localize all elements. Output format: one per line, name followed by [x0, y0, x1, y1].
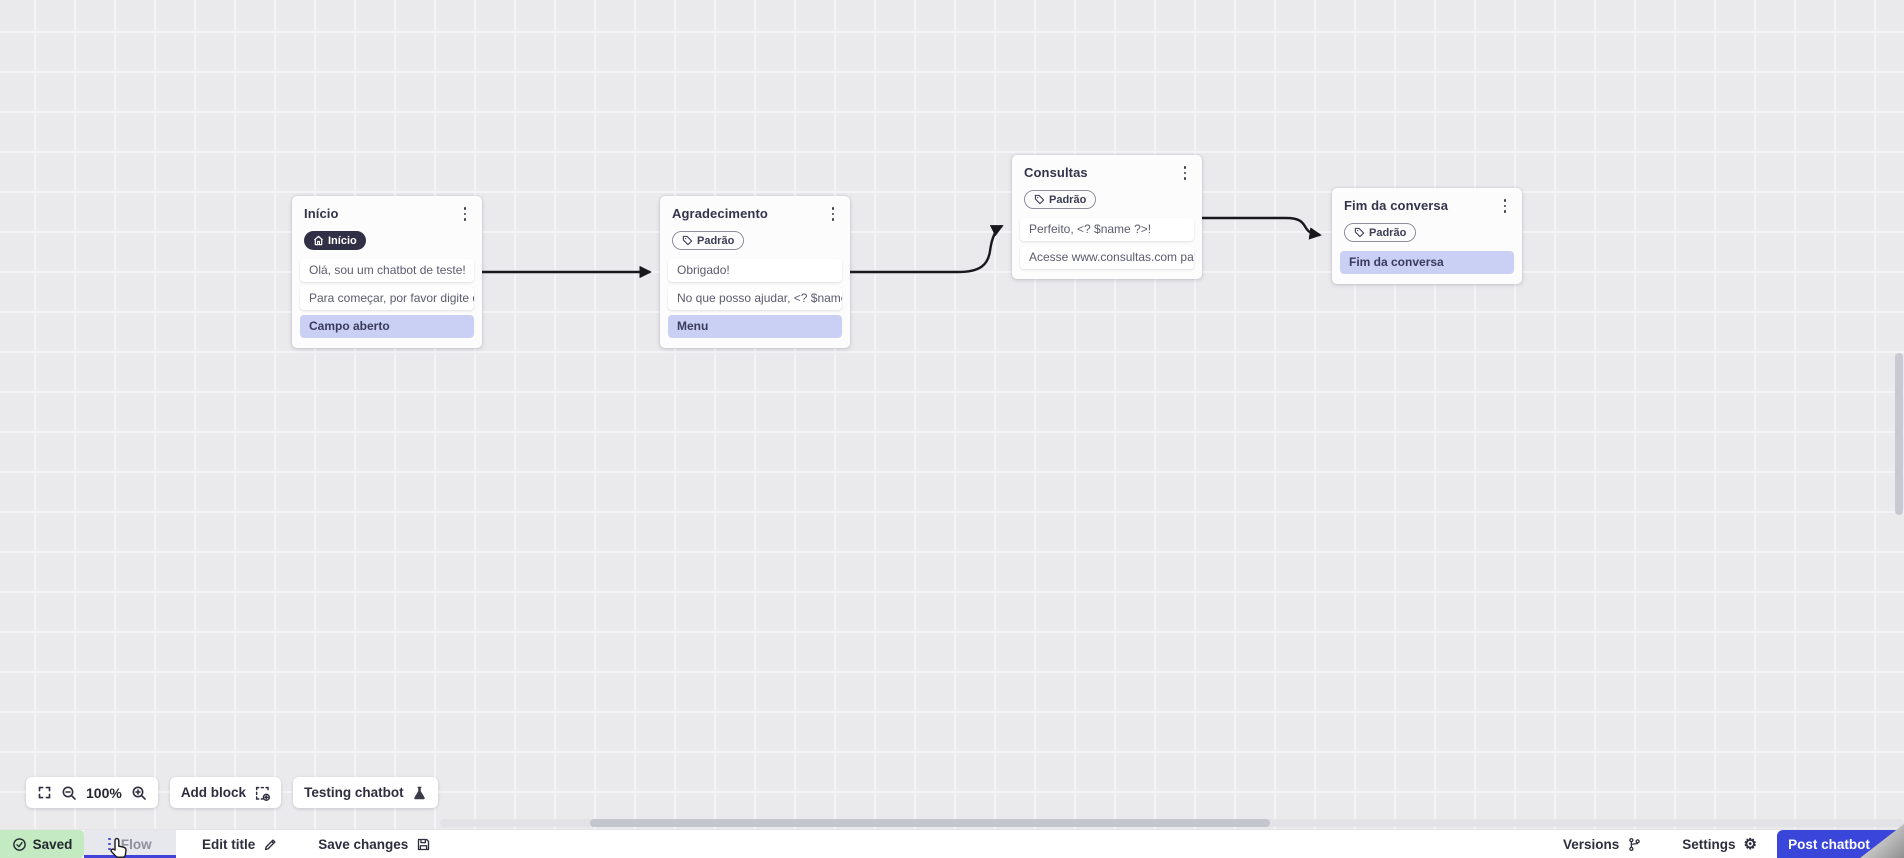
tab-flow[interactable]: Flow	[84, 830, 176, 858]
horizontal-scrollbar-thumb[interactable]	[590, 819, 1270, 827]
message-row[interactable]: Acesse www.consultas.com par...	[1020, 246, 1194, 269]
flow-menu-icon[interactable]	[108, 837, 111, 851]
add-block-icon	[256, 786, 271, 801]
tag-icon	[1354, 227, 1365, 238]
post-chatbot-button[interactable]: Post chatbot	[1777, 830, 1904, 858]
save-changes-button[interactable]: Save changes	[304, 830, 445, 858]
add-block-label: Add block	[180, 785, 247, 800]
settings-label: Settings	[1682, 836, 1736, 852]
flow-canvas[interactable]: Início Início Olá, sou um chatbot de tes…	[0, 0, 1904, 829]
padrao-badge: Padrão	[672, 231, 745, 250]
badge-label: Padrão	[697, 234, 735, 247]
flask-icon	[413, 786, 425, 799]
tag-icon	[1034, 194, 1045, 205]
flow-node-agradecimento[interactable]: Agradecimento Padrão Obrigado! No que po…	[660, 196, 850, 348]
message-row[interactable]: Perfeito, <? $name ?>!	[1020, 218, 1194, 241]
branch-icon	[1629, 837, 1641, 851]
check-circle-icon	[12, 837, 26, 851]
node-title: Início	[304, 206, 339, 221]
zoom-out-icon[interactable]	[61, 785, 77, 801]
fullscreen-icon[interactable]	[37, 785, 52, 800]
node-menu-icon[interactable]	[1178, 165, 1192, 181]
node-menu-icon[interactable]	[1498, 198, 1512, 214]
node-title: Consultas	[1024, 165, 1088, 180]
tag-icon	[682, 235, 693, 246]
home-icon	[313, 235, 324, 246]
add-block-button[interactable]: Add block	[169, 777, 282, 808]
flow-node-consultas[interactable]: Consultas Padrão Perfeito, <? $name ?>! …	[1012, 155, 1202, 279]
node-title: Agradecimento	[672, 206, 768, 221]
flow-node-fim[interactable]: Fim da conversa Padrão Fim da conversa	[1332, 188, 1522, 284]
padrao-badge: Padrão	[1024, 190, 1097, 209]
testing-chatbot-button[interactable]: Testing chatbot	[293, 777, 438, 808]
input-row[interactable]: Menu	[668, 315, 842, 338]
upload-icon	[1879, 838, 1892, 850]
badge-label: Padrão	[1369, 226, 1407, 239]
zoom-level: 100%	[86, 784, 122, 801]
message-row[interactable]: Para começar, por favor digite o ...	[300, 287, 474, 310]
edge-connectors	[482, 216, 1322, 279]
flow-tab-label: Flow	[120, 836, 152, 852]
edit-title-button[interactable]: Edit title	[188, 830, 292, 858]
vertical-scrollbar-thumb[interactable]	[1895, 353, 1903, 515]
zoom-controls: 100%	[26, 777, 158, 808]
flow-node-inicio[interactable]: Início Início Olá, sou um chatbot de tes…	[292, 196, 482, 348]
pencil-icon	[265, 838, 276, 850]
gear-icon: ⚙	[1743, 835, 1757, 853]
badge-label: Início	[328, 234, 357, 247]
edge-consultas-fim	[1202, 216, 1322, 240]
save-icon	[418, 838, 430, 850]
versions-label: Versions	[1563, 836, 1620, 852]
canvas-toolbar: 100% Add block Testing chatbot	[26, 777, 438, 808]
message-row[interactable]: Obrigado!	[668, 259, 842, 282]
save-changes-label: Save changes	[318, 836, 409, 852]
node-menu-icon[interactable]	[458, 206, 472, 222]
saved-status-badge: Saved	[0, 830, 84, 858]
message-row[interactable]: Olá, sou um chatbot de teste!	[300, 259, 474, 282]
message-row[interactable]: No que posso ajudar, <? $name ...	[668, 287, 842, 310]
saved-label: Saved	[32, 836, 73, 852]
settings-button[interactable]: Settings ⚙	[1662, 830, 1777, 858]
badge-label: Padrão	[1049, 193, 1087, 206]
input-row[interactable]: Campo aberto	[300, 315, 474, 338]
horizontal-scrollbar[interactable]	[440, 819, 1904, 827]
node-menu-icon[interactable]	[826, 206, 840, 222]
zoom-in-icon[interactable]	[131, 785, 147, 801]
edge-agradecimento-consultas	[846, 224, 1004, 274]
input-row[interactable]: Fim da conversa	[1340, 251, 1514, 274]
padrao-badge: Padrão	[1344, 223, 1417, 242]
edit-title-label: Edit title	[202, 836, 256, 852]
testing-chatbot-label: Testing chatbot	[304, 785, 404, 800]
post-chatbot-label: Post chatbot	[1788, 836, 1870, 852]
statusbar: Saved Flow Edit title Save changes Versi…	[0, 829, 1904, 858]
versions-button[interactable]: Versions	[1543, 830, 1662, 858]
node-title: Fim da conversa	[1344, 198, 1449, 213]
start-badge: Início	[304, 231, 366, 250]
